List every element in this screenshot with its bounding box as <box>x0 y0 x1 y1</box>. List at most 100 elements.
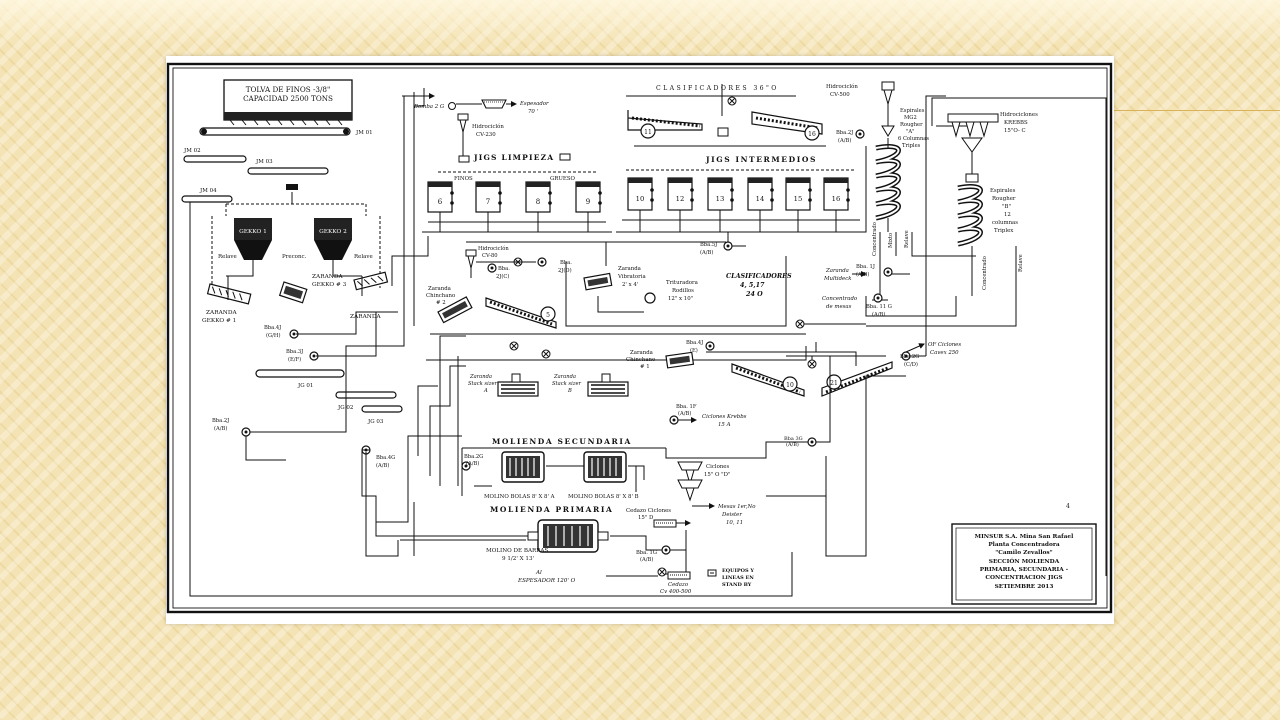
gekko1-label: GEKKO 1 <box>239 229 267 235</box>
svg-text:Rougher: Rougher <box>992 196 1016 202</box>
ciclones-krebbs-15a: Ciclones Krebbs 15 A <box>678 414 747 428</box>
svg-text:(A/B): (A/B) <box>786 441 799 448</box>
svg-text:Triplex: Triplex <box>994 228 1013 234</box>
svg-text:MG2: MG2 <box>904 115 917 121</box>
jigs-limpieza: JIGS LIMPIEZA FINOS GRUESO 6 7 8 9 <box>422 153 612 233</box>
hopper-title: TOLVA DE FINOS -3/8" <box>246 85 331 94</box>
svg-text:Zaranda: Zaranda <box>553 374 576 380</box>
zaranda-chinchano-1: Zaranda Chinchano # 1 <box>626 350 695 370</box>
svg-text:B: B <box>567 388 572 394</box>
espirales-rougher-b: Espirales Rougher "B" 12 columnas Triple… <box>866 173 1024 327</box>
pump-bba3j: Bba.3J (E/F) <box>286 349 319 363</box>
molienda-secundaria-title: MOLIENDA SECUNDARIA <box>492 437 632 446</box>
zaranda-stack-sizer-a: Zaranda Stack sizer A <box>468 341 539 397</box>
svg-text:(A/B): (A/B) <box>640 556 653 563</box>
title-section-2: PRIMARIA, SECUNDARIA - <box>980 567 1069 573</box>
pump-bba5j: Bba.5J (A/B) <box>700 232 746 256</box>
svg-text:(A/B): (A/B) <box>856 271 869 278</box>
svg-text:"A": "A" <box>906 129 915 135</box>
svg-text:5: 5 <box>546 312 550 319</box>
svg-text:Ciclones: Ciclones <box>706 464 729 470</box>
zaranda-stack-sizer-b: Zaranda Stack sizer B <box>541 349 629 397</box>
svg-text:Bba 3G: Bba 3G <box>784 436 803 442</box>
jm01-label: JM 01 <box>355 130 373 136</box>
svg-text:10, 11: 10, 11 <box>726 520 743 526</box>
svg-text:Cedazo: Cedazo <box>668 582 689 588</box>
jm02-label: JM 02 <box>183 148 201 154</box>
svg-text:Mesas 1er,No: Mesas 1er,No <box>717 504 756 510</box>
svg-text:Bba. 1F: Bba. 1F <box>676 404 697 410</box>
svg-text:Bba.2G: Bba.2G <box>900 354 919 360</box>
svg-text:STAND BY: STAND BY <box>722 582 752 588</box>
svg-text:CLASIFICADORES: CLASIFICADORES <box>726 272 792 280</box>
svg-text:Bba.4J: Bba.4J <box>264 325 281 331</box>
clasificadores-36: CLASIFICADORES 36"O 11 16 <box>626 84 826 147</box>
hopper-capacity: CAPACIDAD 2500 TONS <box>243 94 333 103</box>
svg-text:Trituradora: Trituradora <box>666 280 699 286</box>
svg-text:15"O- C: 15"O- C <box>1004 128 1026 134</box>
svg-text:Cavex 250: Cavex 250 <box>930 350 959 356</box>
svg-text:FINOS: FINOS <box>454 176 473 182</box>
title-plant-name: "Camilo Zevallos" <box>995 550 1052 556</box>
decorative-rule <box>1114 110 1280 111</box>
molienda-secundaria: MOLIENDA SECUNDARIA MOLINO BOLAS 8' X 8'… <box>461 437 682 500</box>
svg-text:Stack sizer: Stack sizer <box>468 381 498 387</box>
slide-top-band <box>0 0 1280 46</box>
classifier-5: 5 <box>485 297 557 329</box>
espesador-120: Al ESPESADOR 120' O <box>517 570 576 584</box>
svg-text:12: 12 <box>1004 212 1011 218</box>
svg-text:(A/B): (A/B) <box>678 410 691 417</box>
svg-text:Espirales: Espirales <box>990 188 1016 194</box>
svg-text:Mixto: Mixto <box>888 233 894 248</box>
relave-right-label: Relave <box>354 254 373 260</box>
svg-text:6: 6 <box>438 198 443 206</box>
process-flowsheet-diagram: TOLVA DE FINOS -3/8" CAPACIDAD 2500 TONS… <box>166 62 1113 614</box>
pump-bba2j-d: Bba. 2J(D) <box>537 257 572 274</box>
svg-text:15: 15 <box>794 195 803 203</box>
bomba-2g: Bomba 2 G <box>413 102 456 110</box>
zaranda-chinchano-2: Zaranda Chinchano # 2 <box>426 286 473 324</box>
svg-text:columnas: columnas <box>992 220 1018 226</box>
svg-text:Espirales: Espirales <box>900 108 925 114</box>
title-section: SECCIÓN MOLIENDA <box>989 557 1060 565</box>
svg-text:Hidrociclón: Hidrociclón <box>478 245 509 252</box>
gekko2-label: GEKKO 2 <box>319 229 347 235</box>
flowsheet-slide: TOLVA DE FINOS -3/8" CAPACIDAD 2500 TONS… <box>166 56 1114 624</box>
svg-text:Bba. 1J: Bba. 1J <box>856 264 875 270</box>
title-block: MINSUR S.A. Mina San Rafael Planta Conce… <box>951 523 1097 605</box>
svg-text:Vibratoria: Vibratoria <box>617 274 646 280</box>
zaranda-gekko3-line1: ZARANDA <box>312 274 343 280</box>
title-plant: Planta Concentradora <box>988 542 1060 548</box>
svg-text:Bba.4G: Bba.4G <box>376 455 395 461</box>
ciclones-15d: Ciclones 15" O "D" <box>677 461 730 502</box>
svg-text:Bba.2J: Bba.2J <box>836 130 853 136</box>
trituradora-rodillos: Trituradora Rodillos 12" x 10" <box>597 280 699 313</box>
pump-bba2j-ab: Bba.2J (A/B) <box>836 129 865 144</box>
svg-text:15" O "D": 15" O "D" <box>704 472 730 478</box>
svg-text:(C/D): (C/D) <box>904 361 918 368</box>
espesador-70: Espesador 70 ' <box>456 100 549 115</box>
jigs-intermedios: JIGS INTERMEDIOS 10 12 13 14 15 <box>616 146 867 233</box>
pump-bba1f: Bba. 1F (A/B) <box>669 404 697 425</box>
jg02-label: JG 02 <box>337 405 353 411</box>
zaranda-vibratoria: Zaranda Vibratoria 2' x 4' <box>583 266 646 291</box>
molienda-primaria-title: MOLIENDA PRIMARIA <box>490 505 613 514</box>
jg01-label: JG 01 <box>297 383 313 389</box>
svg-text:(G/H): (G/H) <box>266 332 280 339</box>
svg-text:CV-500: CV-500 <box>830 92 850 98</box>
page-mark: 4 <box>1066 503 1070 510</box>
svg-text:Hidrociclón: Hidrociclón <box>826 83 858 90</box>
classifier-10: 10 <box>731 363 805 397</box>
svg-text:12" x 10": 12" x 10" <box>668 296 693 302</box>
svg-text:70 ': 70 ' <box>528 109 538 115</box>
svg-text:EQUIPOS Y: EQUIPOS Y <box>722 568 754 574</box>
svg-text:Bba.3J: Bba.3J <box>286 349 303 355</box>
cedazo-cv400: Cedazo Cv 400-500 <box>606 567 692 595</box>
svg-text:# 2: # 2 <box>436 300 446 306</box>
pump-bba3g: Bba 3G (A/B) <box>682 356 831 459</box>
conveyor-jg01: JG 01 <box>255 369 345 389</box>
pump-bba2j: Bba.2J (A/B) <box>212 418 251 437</box>
pump-bba4j: Bba.4J (G/H) <box>264 325 299 339</box>
conveyor-jg02: JG 02 <box>335 391 397 411</box>
relave-left-label: Relave <box>218 254 237 260</box>
